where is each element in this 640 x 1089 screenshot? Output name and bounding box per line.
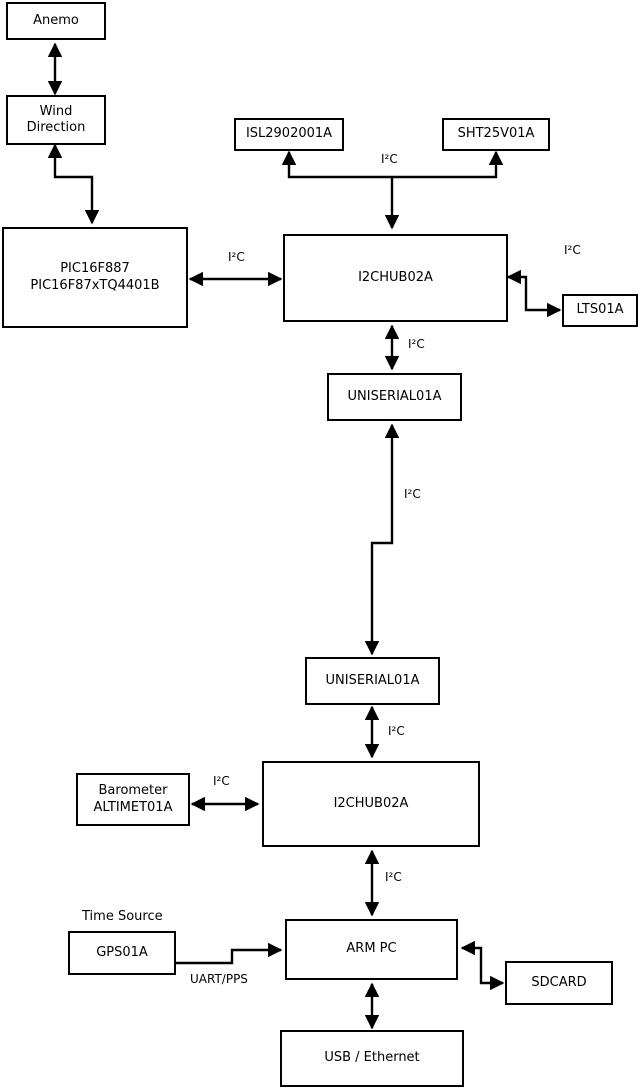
wire-armpc-sdcard <box>460 940 505 991</box>
node-gps01a-label: GPS01A <box>96 944 148 960</box>
label-time-source: Time Source <box>82 909 163 924</box>
node-gps01a[interactable]: GPS01A <box>68 931 176 975</box>
node-anemo-label: Anemo <box>33 12 79 28</box>
node-i2chub02a-bottom[interactable]: I2CHUB02A <box>262 761 480 847</box>
wire-gps-armpc <box>176 942 283 965</box>
edge-label-i2c-pic-hub: I²C <box>228 250 245 264</box>
node-uniserial01a-bottom-label: UNISERIAL01A <box>325 672 420 688</box>
node-sdcard-label: SDCARD <box>531 974 587 990</box>
node-i2chub02a-bottom-label: I2CHUB02A <box>333 795 409 811</box>
edge-label-i2c-hub-lts: I²C <box>564 243 581 257</box>
node-anemo[interactable]: Anemo <box>6 2 106 40</box>
node-sht25v01a-label: SHT25V01A <box>457 126 535 142</box>
node-uniserial01a-top-label: UNISERIAL01A <box>347 388 442 404</box>
node-wind-direction[interactable]: Wind Direction <box>6 95 106 145</box>
node-pic-mcu[interactable]: PIC16F887 PIC16F87xTQ4401B <box>2 227 188 328</box>
node-sht25v01a[interactable]: SHT25V01A <box>442 118 550 151</box>
edge-label-i2c-uniserial-link: I²C <box>404 487 421 501</box>
wire-bus-isl <box>281 150 392 179</box>
node-lts01a-label: LTS01A <box>576 302 624 318</box>
node-wind-direction-label: Wind Direction <box>26 103 86 135</box>
edge-label-i2c-uniserial-hub: I²C <box>388 724 405 738</box>
node-pic-mcu-label: PIC16F887 PIC16F87xTQ4401B <box>30 261 160 293</box>
node-barometer-altimet01a[interactable]: Barometer ALTIMET01A <box>76 773 190 826</box>
node-uniserial01a-top[interactable]: UNISERIAL01A <box>327 373 462 421</box>
edge-label-uart-pps: UART/PPS <box>190 972 248 986</box>
node-isl2902001a[interactable]: ISL2902001A <box>234 118 344 151</box>
node-barometer-altimet01a-label: Barometer ALTIMET01A <box>93 783 173 815</box>
node-i2chub02a-top-label: I2CHUB02A <box>358 269 433 285</box>
edge-label-i2c-barometer-hub: I²C <box>213 774 230 788</box>
wire-bus-sht <box>392 150 504 179</box>
wire-pic-wind <box>47 143 100 225</box>
node-arm-pc[interactable]: ARM PC <box>285 919 458 980</box>
node-usb-ethernet-label: USB / Ethernet <box>324 1050 420 1066</box>
node-isl2902001a-label: ISL2902001A <box>245 126 333 142</box>
node-lts01a[interactable]: LTS01A <box>562 294 638 327</box>
wire-hubtop-lts <box>506 269 562 318</box>
edge-label-i2c-hub-uniserial: I²C <box>408 337 425 351</box>
node-uniserial01a-bottom[interactable]: UNISERIAL01A <box>305 657 440 705</box>
edge-label-i2c-sensor-bus: I²C <box>381 152 398 166</box>
node-sdcard[interactable]: SDCARD <box>505 961 613 1005</box>
edge-label-i2c-hub-armpc: I²C <box>385 870 402 884</box>
node-i2chub02a-top[interactable]: I2CHUB02A <box>283 234 508 322</box>
node-arm-pc-label: ARM PC <box>346 941 397 957</box>
node-usb-ethernet[interactable]: USB / Ethernet <box>280 1030 464 1087</box>
wire-uniserial-link <box>364 423 400 656</box>
